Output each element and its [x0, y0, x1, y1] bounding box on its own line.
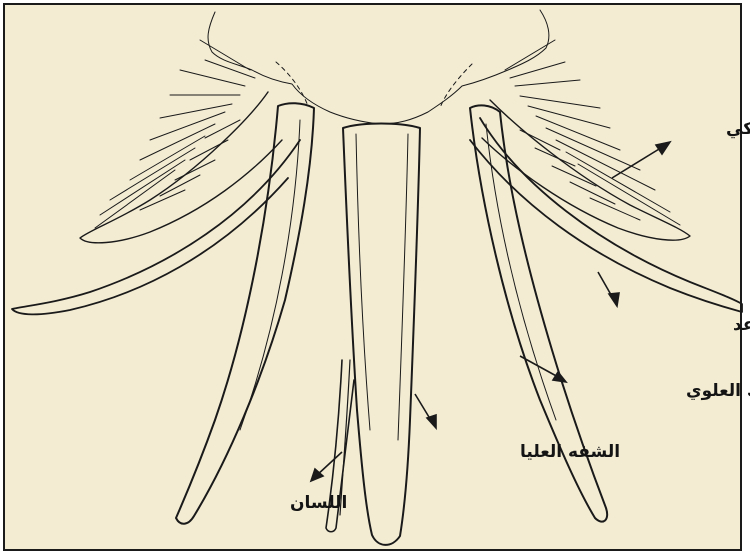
maxilla-left [12, 140, 300, 314]
maxillary-palp-left [80, 92, 282, 243]
bristles [95, 40, 680, 228]
maxilla-right [470, 118, 742, 312]
arrowhead-maxilla [609, 293, 619, 306]
head-notch-right [440, 64, 472, 108]
label-maxillary-palp: اللمس الفكي [726, 119, 750, 139]
maxillary-palp-right [482, 100, 690, 240]
arrowhead-maxillary-palp [656, 142, 670, 154]
mandible-right-inner [486, 124, 556, 420]
label-mandible: الفك العلوي [686, 381, 750, 401]
labrum-inner [356, 134, 370, 430]
label-maxilla: الفك المساعد [733, 315, 750, 335]
arrow-maxillary-palp [612, 146, 664, 178]
label-hypopharynx: اللسان [290, 493, 347, 513]
label-labrum: الشفه العليا [520, 442, 620, 462]
arrowhead-mandible [553, 372, 566, 382]
labrum-inner-2 [398, 134, 408, 440]
labrum [343, 124, 420, 545]
arrowhead-labrum [427, 415, 436, 428]
